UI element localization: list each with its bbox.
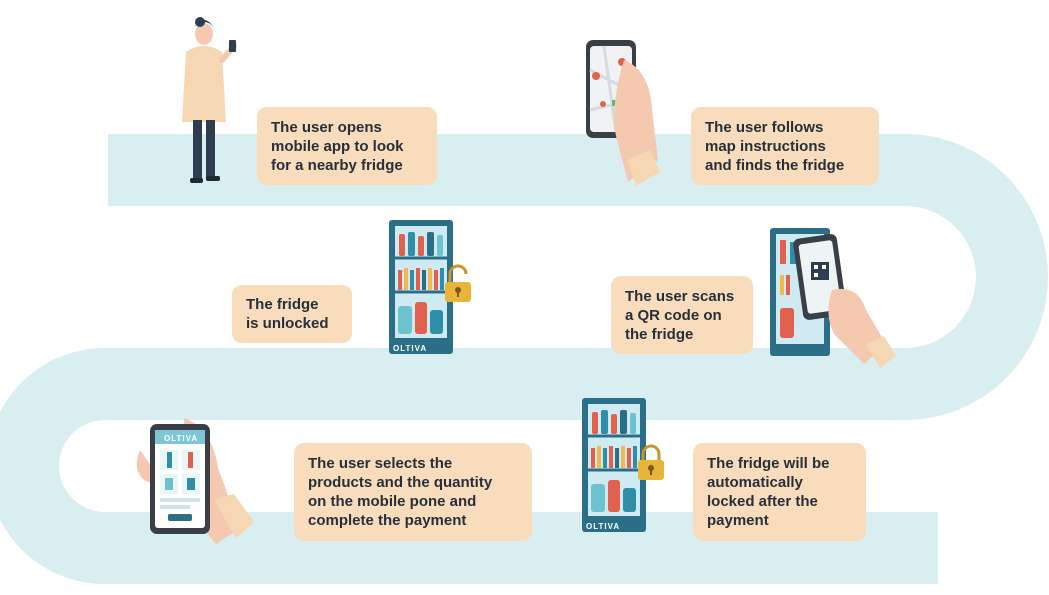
journey-path (0, 134, 1048, 584)
fridge-unlocked-icon: OLTIVA (387, 218, 471, 356)
fridge-brand-label-top: OLTIVA (393, 344, 427, 353)
phone-brand-label: OLTIVA (164, 434, 198, 443)
step-2-box: The user follows map instructions and fi… (691, 107, 879, 185)
step-5-box: The user selects the products and the qu… (294, 443, 532, 541)
step-1-text: The user opens mobile app to look for a … (271, 118, 404, 174)
step-3-text: The user scans a QR code on the fridge (625, 287, 735, 343)
step-4-text: The fridge is unlocked (246, 296, 329, 332)
step-4-box: The fridge is unlocked (232, 285, 352, 343)
step-6-text: The fridge will be automatically locked … (707, 455, 830, 529)
fridge-locked-icon: OLTIVA (580, 396, 666, 534)
map-phone-hand-icon (586, 40, 660, 186)
step-1-box: The user opens mobile app to look for a … (257, 107, 437, 185)
step-5-text: The user selects the products and the qu… (308, 455, 493, 529)
fridge-brand-label-bottom: OLTIVA (586, 522, 620, 531)
qr-scan-icon (770, 228, 896, 368)
shopping-app-phone-icon: OLTIVA (136, 418, 254, 544)
step-3-box: The user scans a QR code on the fridge (611, 276, 753, 354)
step-2-text: The user follows map instructions and fi… (705, 118, 845, 174)
step-6-box: The fridge will be automatically locked … (693, 443, 866, 541)
person-with-phone-icon (182, 17, 237, 183)
